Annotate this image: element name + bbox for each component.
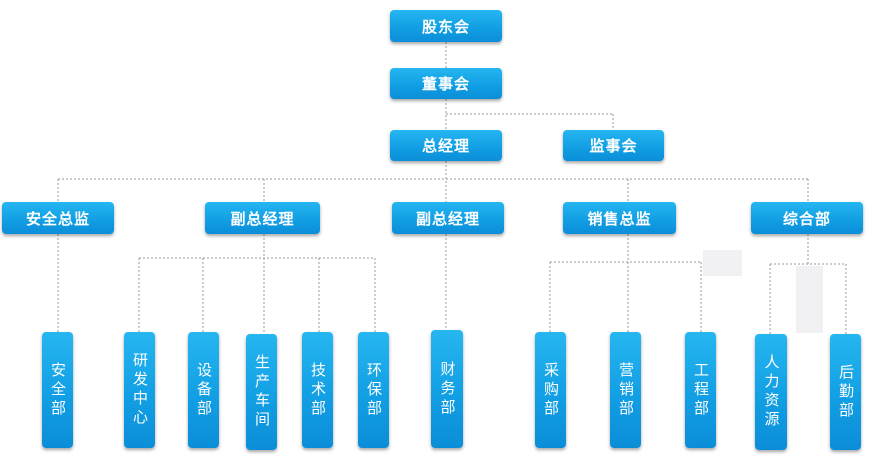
- node-dept-equipment: 设备部: [188, 332, 219, 448]
- node-dept-hr: 人力资源: [755, 334, 787, 450]
- node-dept-purchase: 采购部: [535, 332, 566, 448]
- background-patch: [796, 266, 823, 333]
- node-supervisory-board: 监事会: [563, 130, 664, 161]
- node-shareholders: 股东会: [390, 10, 502, 42]
- node-dept-env: 环保部: [358, 332, 389, 448]
- node-board: 董事会: [390, 68, 502, 99]
- background-patch: [703, 250, 742, 276]
- node-dept-tech: 技术部: [302, 332, 333, 448]
- node-sales-director: 销售总监: [563, 202, 676, 234]
- node-dept-safety: 安全部: [42, 332, 73, 448]
- node-general-dept: 综合部: [751, 202, 863, 234]
- node-deputy-gm-1: 副总经理: [205, 202, 320, 234]
- node-dept-rnd: 研发中心: [124, 332, 155, 448]
- node-dept-marketing: 营销部: [610, 332, 641, 448]
- node-dept-finance: 财务部: [431, 330, 463, 448]
- node-dept-production: 生产车间: [246, 334, 277, 450]
- node-deputy-gm-2: 副总经理: [392, 202, 504, 234]
- node-dept-logistics: 后勤部: [830, 334, 861, 450]
- node-general-manager: 总经理: [390, 130, 502, 161]
- node-safety-director: 安全总监: [2, 202, 114, 234]
- node-dept-engineering: 工程部: [685, 332, 716, 448]
